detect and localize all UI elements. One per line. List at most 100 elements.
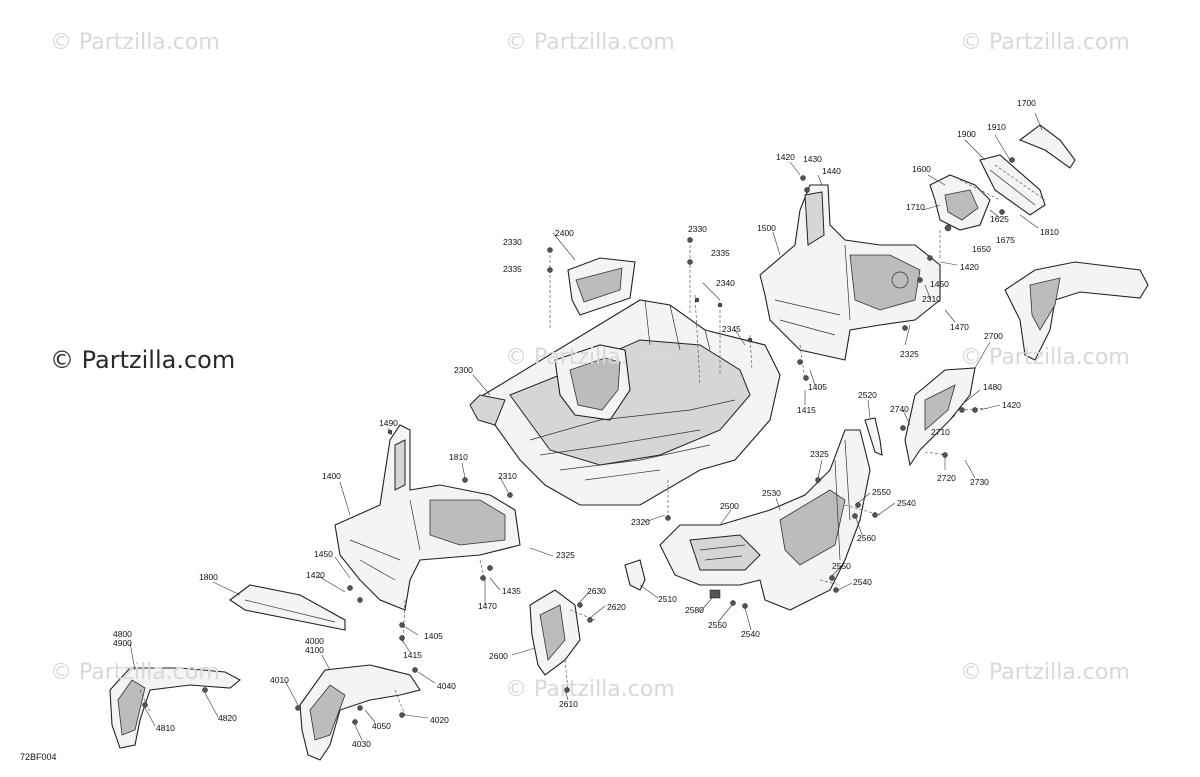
- callout-2540-bottom[interactable]: 2540: [741, 629, 760, 639]
- callout-4000-4100[interactable]: 4000 4100: [305, 636, 324, 655]
- callout-2510[interactable]: 2510: [658, 594, 677, 604]
- watermark-bottom-right: © Partzilla.com: [960, 660, 1130, 685]
- callout-2320[interactable]: 2320: [631, 517, 650, 527]
- callout-1500[interactable]: 1500: [757, 223, 776, 233]
- callout-2520[interactable]: 2520: [858, 390, 877, 400]
- callout-2345[interactable]: 2345: [722, 324, 741, 334]
- callout-1440[interactable]: 1440: [822, 166, 841, 176]
- callout-1910[interactable]: 1910: [987, 122, 1006, 132]
- callout-2730[interactable]: 2730: [970, 477, 989, 487]
- bumper-2500[interactable]: [659, 429, 871, 611]
- watermark-top-right: © Partzilla.com: [960, 30, 1130, 55]
- bracket-1600[interactable]: [929, 174, 991, 231]
- callout-1420-right[interactable]: 1420: [960, 262, 979, 272]
- fasteners: [142, 157, 1015, 725]
- callout-1450-left[interactable]: 1450: [314, 549, 333, 559]
- callout-2560[interactable]: 2560: [857, 533, 876, 543]
- mudguard-2600[interactable]: [529, 589, 581, 676]
- watermark-middle-right: © Partzilla.com: [960, 345, 1130, 370]
- callout-1650[interactable]: 1650: [972, 244, 991, 254]
- console-1500[interactable]: [759, 184, 941, 361]
- callout-4010[interactable]: 4010: [270, 675, 289, 685]
- callout-1810-left[interactable]: 1810: [449, 452, 468, 462]
- callout-2580[interactable]: 2580: [685, 605, 704, 615]
- callout-4820[interactable]: 4820: [218, 713, 237, 723]
- panel-2700[interactable]: [904, 367, 976, 467]
- panel-1900[interactable]: [979, 154, 1046, 216]
- watermark-main: © Partzilla.com: [50, 346, 236, 374]
- callout-2550-top[interactable]: 2550: [872, 487, 891, 497]
- side-panel-1400[interactable]: [334, 424, 521, 611]
- callout-2400[interactable]: 2400: [555, 228, 574, 238]
- callout-2630[interactable]: 2630: [587, 586, 606, 596]
- watermark-top-left: © Partzilla.com: [50, 30, 220, 55]
- callout-1900[interactable]: 1900: [957, 129, 976, 139]
- panel-2510[interactable]: [624, 559, 646, 591]
- callout-2550-bottom[interactable]: 2550: [708, 620, 727, 630]
- callout-2540-top[interactable]: 2540: [897, 498, 916, 508]
- watermark-bottom-center: © Partzilla.com: [505, 677, 675, 702]
- callout-1415-right[interactable]: 1415: [797, 405, 816, 415]
- watermark-bottom-left: © Partzilla.com: [50, 660, 220, 685]
- panel-2520[interactable]: [864, 417, 883, 456]
- callout-1625[interactable]: 1625: [990, 214, 1009, 224]
- callout-1600[interactable]: 1600: [912, 164, 931, 174]
- callout-2720[interactable]: 2720: [937, 473, 956, 483]
- callout-2335-left[interactable]: 2335: [503, 264, 522, 274]
- panel-2400[interactable]: [567, 257, 636, 316]
- diagram-code: 72BF004: [20, 752, 57, 762]
- callout-1420-far-right[interactable]: 1420: [1002, 400, 1021, 410]
- callout-1435[interactable]: 1435: [502, 586, 521, 596]
- callout-1420-left[interactable]: 1420: [306, 570, 325, 580]
- callout-2710[interactable]: 2710: [931, 427, 950, 437]
- footwell-panel-1800[interactable]: [229, 584, 346, 631]
- callout-1810-right[interactable]: 1810: [1040, 227, 1059, 237]
- callout-2700[interactable]: 2700: [984, 331, 1003, 341]
- callout-2325-top[interactable]: 2325: [900, 349, 919, 359]
- callout-1470-left[interactable]: 1470: [478, 601, 497, 611]
- callout-1470-right[interactable]: 1470: [950, 322, 969, 332]
- callout-2325-bottom[interactable]: 2325: [810, 449, 829, 459]
- callout-4800-4900[interactable]: 4800 4900: [113, 629, 132, 648]
- callout-2330-left[interactable]: 2330: [503, 237, 522, 247]
- callout-2530[interactable]: 2530: [762, 488, 781, 498]
- callout-4020[interactable]: 4020: [430, 715, 449, 725]
- callout-4050[interactable]: 4050: [372, 721, 391, 731]
- callout-2620[interactable]: 2620: [607, 602, 626, 612]
- callout-2740[interactable]: 2740: [890, 404, 909, 414]
- callout-2330-right[interactable]: 2330: [688, 224, 707, 234]
- callout-2500[interactable]: 2500: [720, 501, 739, 511]
- panel-1700[interactable]: [1018, 124, 1076, 169]
- callout-1415-left[interactable]: 1415: [403, 650, 422, 660]
- callout-1490[interactable]: 1490: [379, 418, 398, 428]
- callout-2300[interactable]: 2300: [454, 365, 473, 375]
- callout-1675[interactable]: 1675: [996, 235, 1015, 245]
- callout-1430[interactable]: 1430: [803, 154, 822, 164]
- right-fender[interactable]: [1004, 261, 1149, 361]
- callout-2335-right[interactable]: 2335: [711, 248, 730, 258]
- callout-2610[interactable]: 2610: [559, 699, 578, 709]
- callout-2340[interactable]: 2340: [716, 278, 735, 288]
- callout-1450-right[interactable]: 1450: [930, 279, 949, 289]
- callout-2540-middle[interactable]: 2540: [853, 577, 872, 587]
- callout-2310-right[interactable]: 2310: [922, 294, 941, 304]
- callout-4040[interactable]: 4040: [437, 681, 456, 691]
- cargo-box-2300[interactable]: [469, 299, 781, 506]
- callout-1405-left[interactable]: 1405: [424, 631, 443, 641]
- fender-4000[interactable]: [299, 664, 421, 761]
- callout-2310-left[interactable]: 2310: [498, 471, 517, 481]
- callout-1480[interactable]: 1480: [983, 382, 1002, 392]
- callout-1800[interactable]: 1800: [199, 572, 218, 582]
- callout-2600[interactable]: 2600: [489, 651, 508, 661]
- callout-2325-left[interactable]: 2325: [556, 550, 575, 560]
- callout-1405-right[interactable]: 1405: [808, 382, 827, 392]
- callout-4810[interactable]: 4810: [156, 723, 175, 733]
- callout-1420-top[interactable]: 1420: [776, 152, 795, 162]
- callout-1700[interactable]: 1700: [1017, 98, 1036, 108]
- callout-4030[interactable]: 4030: [352, 739, 371, 749]
- callout-2550-middle[interactable]: 2550: [832, 561, 851, 571]
- callout-1400[interactable]: 1400: [322, 471, 341, 481]
- fender-4800[interactable]: [109, 667, 241, 749]
- callout-1710[interactable]: 1710: [906, 202, 925, 212]
